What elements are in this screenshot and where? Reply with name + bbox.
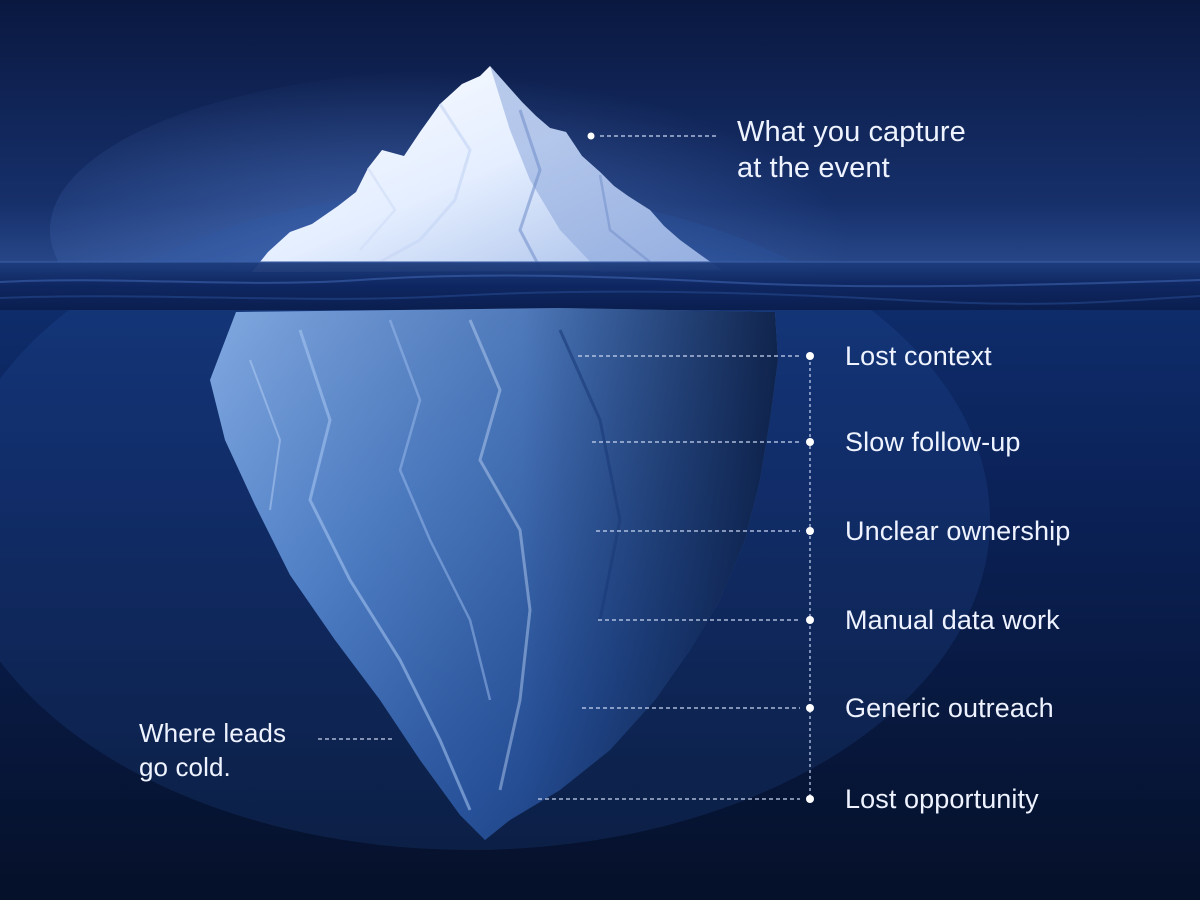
surface-ripple [0,274,1200,288]
issue-unclear-ownership: Unclear ownership [845,516,1071,546]
issue-manual-data-work: Manual data work [845,605,1060,635]
water-surface [0,262,1200,310]
issue-connectors [538,352,814,803]
surface-ripple [0,290,1200,305]
iceberg-underwater [210,308,778,840]
connector-top [587,132,716,140]
issue-lost-context: Lost context [845,341,992,371]
below-surface-caption: Where leads go cold. [139,716,286,784]
issue-generic-outreach: Generic outreach [845,693,1054,723]
above-surface-line-1: What you capture [737,116,966,148]
iceberg-tip [252,66,722,272]
below-surface-line-2: go cold. [139,752,231,782]
above-surface-line-2: at the event [737,152,890,184]
issue-lost-opportunity: Lost opportunity [845,784,1039,814]
above-surface-label: What you capture at the event [737,114,966,186]
below-surface-line-1: Where leads [139,718,287,748]
issue-slow-follow-up: Slow follow-up [845,427,1021,457]
